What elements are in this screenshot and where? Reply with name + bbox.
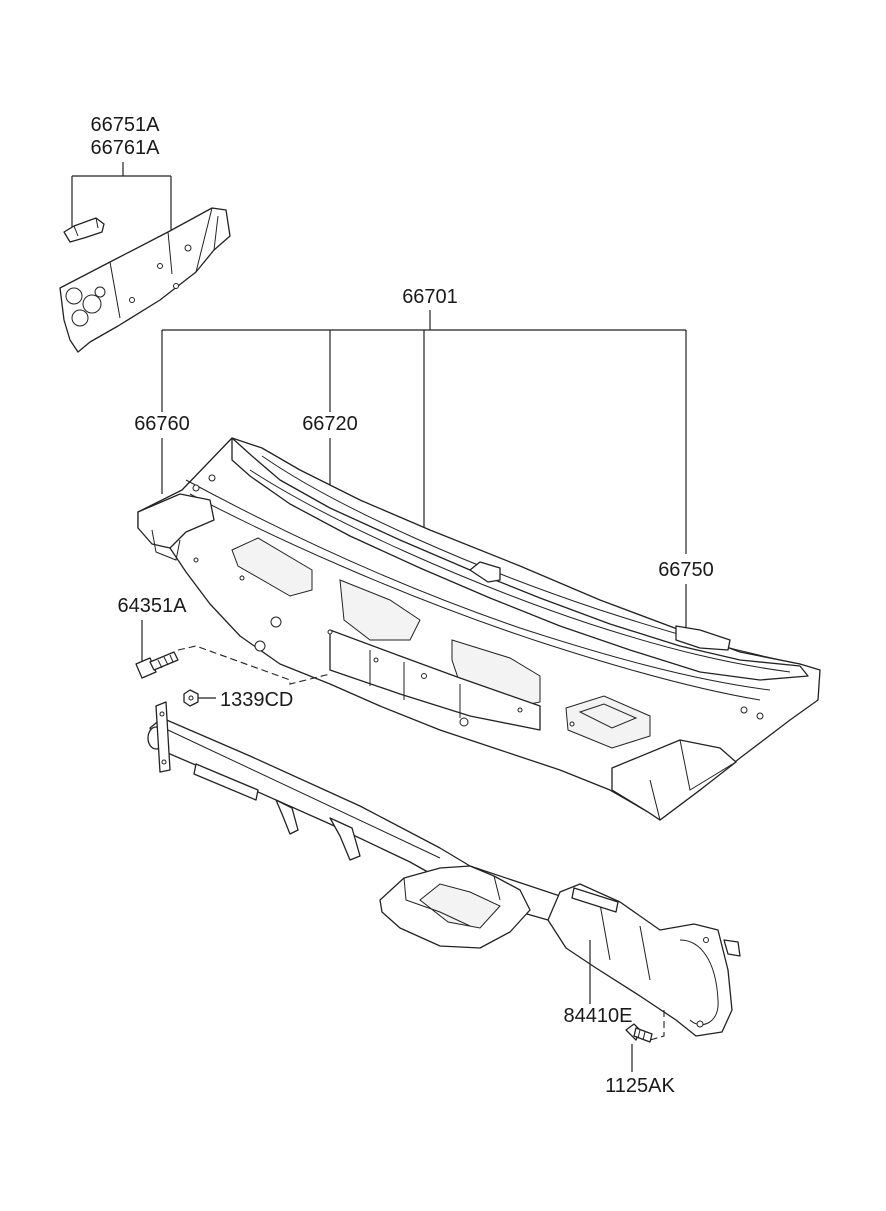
bolt-64351a-group: 64351A <box>118 595 331 685</box>
top-clip <box>469 561 501 583</box>
cowl-top-panel <box>231 437 809 681</box>
upper-left-bracket-group: 66751A 66761A <box>59 114 231 353</box>
left-mount-bracket <box>155 701 171 773</box>
label-1339cd: 1339CD <box>220 689 293 711</box>
nut-1339cd-group: 1339CD <box>183 689 293 711</box>
label-66761a: 66761A <box>91 137 161 159</box>
right-end-flange <box>547 883 733 1037</box>
label-66751a: 66751A <box>91 114 161 136</box>
hanger-bracket-1 <box>275 799 299 835</box>
center-recess <box>339 579 421 641</box>
hanger-bracket-2 <box>329 817 361 861</box>
crossbar-84410e-group: 84410E <box>147 701 741 1037</box>
bolt-shaft <box>149 651 179 671</box>
flange-ear <box>723 939 741 957</box>
screw-dashed-path <box>649 1010 665 1041</box>
left-recess <box>231 537 313 597</box>
label-64351a: 64351A <box>118 595 188 617</box>
upper-left-leader-lines <box>71 162 172 230</box>
label-66720: 66720 <box>302 413 358 435</box>
label-66760: 66760 <box>134 413 190 435</box>
lower-flange <box>329 629 541 731</box>
left-side-piece <box>137 493 215 549</box>
flange-tab <box>571 887 619 913</box>
label-66750: 66750 <box>658 559 714 581</box>
bolt-dashed-path <box>177 645 331 685</box>
label-1125ak: 1125AK <box>605 1075 675 1097</box>
assembly-leader-lines <box>161 310 687 676</box>
screw-shaft <box>633 1027 653 1043</box>
small-bracket-strip <box>193 763 259 801</box>
label-66701: 66701 <box>402 286 458 308</box>
right-recess <box>565 695 651 749</box>
cowl-panel-assembly <box>137 437 821 821</box>
small-clip-part <box>63 217 105 243</box>
screw-1125ak-group: 1125AK <box>605 1010 676 1097</box>
label-84410e: 84410E <box>564 1005 633 1027</box>
right-top-tab <box>675 625 731 651</box>
right-side-piece <box>611 739 737 821</box>
